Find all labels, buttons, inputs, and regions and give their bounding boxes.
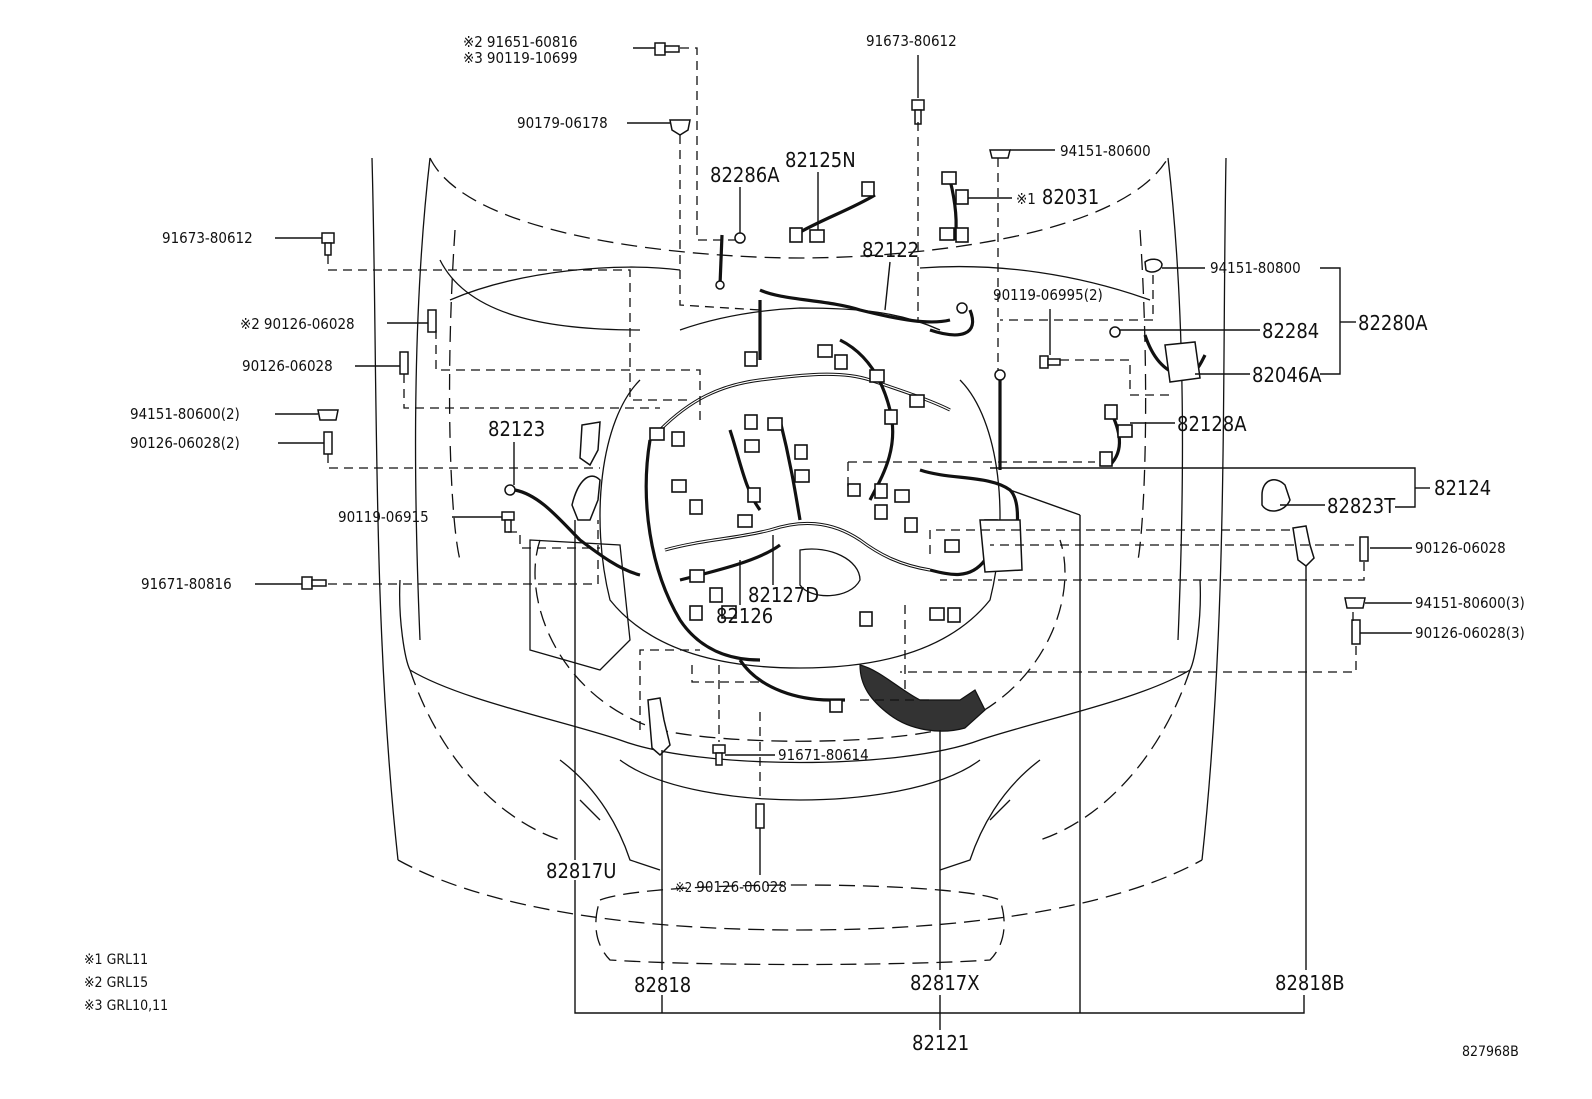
terminal-82286A: [734, 232, 746, 244]
label-82127D: 82127D: [748, 583, 819, 607]
label-82128A: 82128A: [1177, 412, 1247, 436]
terminal-82284: [1109, 326, 1121, 338]
bracket-82818: [647, 697, 671, 757]
diagram-id: 827968B: [1462, 1044, 1519, 1060]
cover-82817X: [859, 664, 986, 732]
nut-icon: [1344, 597, 1366, 609]
label-90179-06178: 90179-06178: [517, 114, 608, 132]
terminal-82123: [504, 484, 516, 496]
fasteners: [301, 42, 1369, 829]
label-82126: 82126: [716, 604, 773, 628]
label-90126-06028-right: 90126-06028: [1415, 539, 1506, 557]
label-90126-06028: 90126-06028: [242, 357, 333, 375]
label-82122: 82122: [862, 238, 919, 262]
stud-icon: [1359, 536, 1369, 562]
label-91671-80614: 91671-80614: [778, 746, 869, 764]
bracket-82823T: [1261, 479, 1291, 512]
label-82284: 82284: [1262, 319, 1319, 343]
label-82125N: 82125N: [785, 148, 856, 172]
label-91673-80612-top: 91673-80612: [866, 32, 957, 50]
label-91671-80816: 91671-80816: [141, 575, 232, 593]
nut-icon: [317, 409, 339, 421]
stud-icon: [755, 803, 765, 829]
label-91673-80612-left: 91673-80612: [162, 229, 253, 247]
nut-icon: [989, 149, 1011, 159]
bolt-icon: [321, 232, 335, 256]
bolt-icon: [501, 511, 515, 533]
bolt-icon: [301, 576, 327, 590]
label-82280A: 82280A: [1358, 311, 1428, 335]
fuse-block: [979, 519, 1023, 573]
harness-connectors: [649, 171, 1133, 713]
stud-icon: [1351, 619, 1361, 645]
leader-lines: [255, 47, 1430, 1030]
label-82817X: 82817X: [910, 971, 980, 995]
label-82818: 82818: [634, 973, 691, 997]
label-82046A: 82046A: [1252, 363, 1322, 387]
bolt-icon: [1039, 355, 1061, 369]
label-82286A: 82286A: [710, 163, 780, 187]
label-94151-80600-top: 94151-80600: [1060, 142, 1151, 160]
label-94151-80600-2: 94151-80600(2): [130, 405, 240, 423]
relay-82046A: [1164, 341, 1201, 383]
label-82823T: 82823T: [1327, 494, 1396, 518]
bracket-82123-clip: [579, 421, 601, 467]
label-94151-80800: 94151-80800: [1210, 259, 1301, 277]
label-90119-06995-2: 90119-06995(2): [993, 286, 1103, 304]
nut-icon: [1144, 258, 1163, 273]
bolt-icon: [712, 744, 726, 766]
stud-icon: [323, 431, 333, 455]
bracket-82818B: [1292, 525, 1315, 567]
label-82818B: 82818B: [1275, 971, 1345, 995]
stud-icon: [427, 309, 437, 333]
stud-icon: [399, 351, 409, 375]
label-90126-06028-2: 90126-06028(2): [130, 434, 240, 452]
installation-lines: [327, 47, 1365, 800]
label-82124: 82124: [1434, 476, 1491, 500]
label-90119-06915: 90119-06915: [338, 508, 429, 526]
clip-icon: [669, 119, 691, 136]
bracket-82817U: [571, 475, 601, 521]
label-82123: 82123: [488, 417, 545, 441]
label-94151-80600-3: 94151-80600(3): [1415, 594, 1525, 612]
label-90126-06028-3: 90126-06028(3): [1415, 624, 1525, 642]
bolt-icon: [911, 99, 925, 125]
vehicle-body-outline: [371, 157, 1227, 966]
bolt-icon: [654, 42, 680, 56]
label-82121: 82121: [912, 1031, 969, 1055]
brackets-and-parts: [504, 232, 1315, 757]
label-82817U: 82817U: [546, 859, 616, 883]
